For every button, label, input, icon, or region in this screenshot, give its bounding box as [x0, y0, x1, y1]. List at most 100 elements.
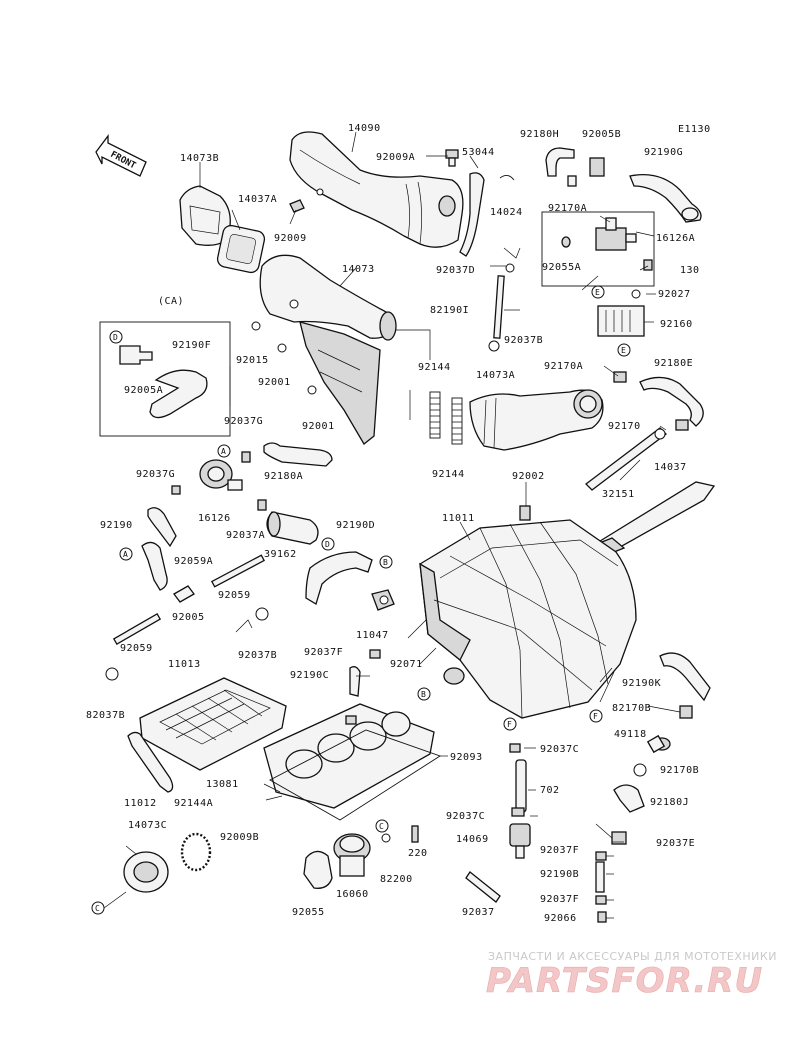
part-label: 11013: [168, 659, 201, 670]
hose-92190d: [305, 551, 373, 605]
part-label: 92037F: [540, 894, 579, 905]
callout-f-2: F: [503, 717, 517, 731]
svg-text:E: E: [595, 288, 600, 297]
bolt-92001: [277, 343, 287, 353]
part-label: 11047: [356, 630, 389, 641]
part-label: 92037B: [504, 335, 543, 346]
part-label: 92005A: [124, 385, 163, 396]
part-label: 14069: [456, 834, 489, 845]
cap-92055: [303, 850, 333, 889]
clamp-92170a-b: [613, 371, 627, 383]
airbox-11011: [419, 505, 637, 719]
rod-82190i: [493, 275, 505, 339]
filter-element-11013: [139, 677, 287, 771]
ring-14073c: [123, 851, 169, 893]
fitting-92005b: [589, 157, 605, 177]
part-label: 92037: [462, 907, 495, 918]
part-label: 92190D: [336, 520, 375, 531]
callout-e-1: E: [591, 285, 605, 299]
hose-92190: [147, 507, 177, 548]
part-label: 92037A: [226, 530, 265, 541]
clamp-92037b: [488, 340, 500, 352]
svg-text:A: A: [123, 550, 128, 559]
clamp-92170a: [567, 175, 577, 187]
part-label: 14073A: [476, 370, 515, 381]
plug-92066: [597, 911, 607, 923]
hose-92059a: [141, 541, 168, 591]
ref-code: E1130: [678, 124, 711, 135]
part-label: 92015: [236, 355, 269, 366]
ca-label: (CA): [158, 296, 184, 307]
duct-14073: [259, 254, 397, 445]
part-label: 92144: [418, 362, 451, 373]
part-label: 92001: [302, 421, 335, 432]
duct-14073a: [469, 389, 604, 451]
clip-92037d: [503, 247, 521, 259]
plate-92037: [465, 871, 501, 903]
duct-14090: [289, 131, 464, 248]
part-label: 92059: [218, 590, 251, 601]
callout-c-1: C: [375, 819, 389, 833]
part-label: 92055A: [542, 262, 581, 273]
part-label: 11012: [124, 798, 157, 809]
part-label: 92009B: [220, 832, 259, 843]
hose-92180j: [613, 784, 645, 813]
part-label: 53044: [462, 147, 495, 158]
gasket-92093: [263, 703, 435, 809]
front-arrow-icon: FRONT: [95, 134, 147, 177]
part-label: 92180H: [520, 129, 559, 140]
svg-text:E: E: [621, 346, 626, 355]
hose-92180e: [639, 376, 704, 427]
part-label: 92001: [258, 377, 291, 388]
part-label: 82190I: [430, 305, 469, 316]
part-label: 92005B: [582, 129, 621, 140]
part-label: 130: [680, 265, 700, 276]
cap-16060: [333, 833, 371, 877]
hose-92190k: [659, 652, 711, 702]
part-label: 92059: [120, 643, 153, 654]
bolt-92009b: [345, 715, 357, 725]
part-label: 13081: [206, 779, 239, 790]
part-label: 16060: [336, 889, 369, 900]
callout-d-1: D: [109, 330, 123, 344]
valve-16126a: [595, 217, 637, 251]
part-label: 92037C: [540, 744, 579, 755]
hose-92190b: [595, 861, 605, 893]
filter-39162: [257, 499, 319, 545]
callout-b-1: B: [379, 555, 393, 569]
ca-box: [99, 321, 231, 437]
clamp-82037b: [105, 667, 119, 681]
part-label: 92144A: [174, 798, 213, 809]
part-label: 92027: [658, 289, 691, 300]
part-label: 92066: [544, 913, 577, 924]
bolt-92027: [631, 289, 641, 299]
bracket-92160: [597, 305, 645, 337]
part-label: 92059A: [174, 556, 213, 567]
clip-92037f: [369, 649, 381, 659]
rod-92059-b: [112, 613, 162, 645]
leader-lines: [103, 131, 681, 919]
part-label: 702: [540, 785, 560, 796]
callout-a-2: A: [119, 547, 133, 561]
part-label: 92190C: [290, 670, 329, 681]
callout-a-1: A: [217, 444, 231, 458]
part-label: 92037C: [446, 811, 485, 822]
hose-53044: [459, 172, 485, 257]
part-label: 92170: [608, 421, 641, 432]
part-label: 14073: [342, 264, 375, 275]
svg-text:D: D: [113, 333, 118, 342]
part-label: 92190G: [644, 147, 683, 158]
part-label: 92190: [100, 520, 133, 531]
callout-c-2: C: [91, 901, 105, 915]
part-label: 92170B: [660, 765, 699, 776]
fitting-92005: [173, 585, 195, 603]
spring-92144a: [180, 832, 212, 872]
part-label: 92055: [292, 907, 325, 918]
callout-b-2: B: [417, 687, 431, 701]
bracket-11047: [371, 589, 395, 611]
part-label: 92037G: [136, 469, 175, 480]
bolt-92009a: [445, 149, 459, 167]
part-label: 92180A: [264, 471, 303, 482]
svg-text:B: B: [421, 690, 426, 699]
